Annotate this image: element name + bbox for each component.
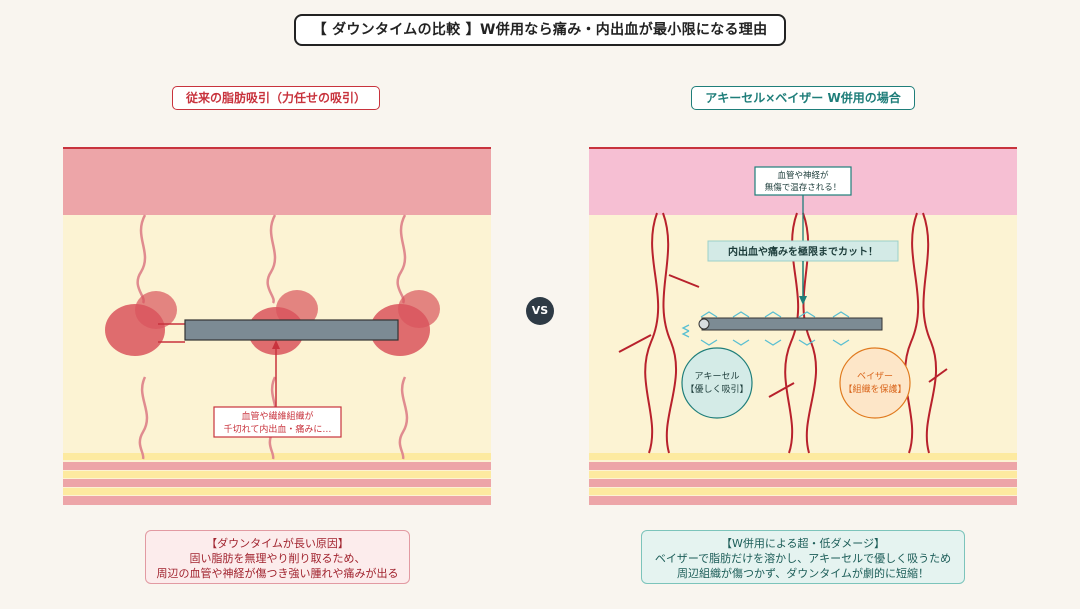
right-top-callout-line-2: 無傷で温存される！ — [765, 182, 842, 193]
left-callout: 血管や繊維組織が 千切れて内出血・痛みに… — [213, 406, 342, 438]
page-title: 【 ダウンタイムの比較 】W併用なら痛み・内出血が最小限になる理由 — [294, 14, 786, 46]
right-top-callout: 血管や神経が 無傷で温存される！ — [754, 166, 852, 196]
right-diagram: 血管や神経が 無傷で温存される！ 内出血や痛みを極限までカット！ アキーセル 【… — [589, 147, 1017, 505]
left-cannula — [184, 319, 399, 341]
left-explanation-heading: 【ダウンタイムが長い原因】 — [206, 537, 349, 550]
left-tear-lines — [158, 323, 185, 343]
vaser-circle: ベイザー 【組織を保護】 — [839, 347, 911, 419]
right-panel-label: アキーセル×ベイザー W併用の場合 — [691, 86, 915, 110]
right-cannula — [701, 317, 883, 331]
aqcell-circle-line-2: 【優しく吸引】 — [685, 383, 748, 395]
right-top-callout-line-1: 血管や神経が — [777, 170, 829, 181]
left-fat-layer — [63, 215, 491, 505]
left-explanation-line-1: 固い脂肪を無理やり削り取るため、 — [189, 552, 366, 565]
left-explanation-box: 【ダウンタイムが長い原因】 固い脂肪を無理やり削り取るため、 周辺の血管や神経が… — [145, 530, 410, 584]
right-cannula-tip — [698, 318, 710, 330]
vs-badge: VS — [526, 297, 554, 325]
right-mid-callout-text: 内出血や痛みを極限までカット！ — [728, 245, 878, 258]
left-panel-label: 従来の脂肪吸引（力任せの吸引） — [172, 86, 380, 110]
vaser-circle-line-2: 【組織を保護】 — [843, 383, 906, 395]
left-diagram: 血管や繊維組織が 千切れて内出血・痛みに… — [63, 147, 491, 505]
left-callout-arrow — [272, 340, 280, 407]
left-callout-line-1: 血管や繊維組織が — [241, 410, 313, 422]
right-ultrasound-waves — [681, 311, 850, 346]
aqcell-circle-line-1: アキーセル — [694, 371, 739, 382]
right-mid-callout: 内出血や痛みを極限までカット！ — [707, 240, 899, 262]
left-skin-layer — [63, 147, 491, 215]
right-callout-arrow — [799, 261, 807, 305]
left-callout-line-2: 千切れて内出血・痛みに… — [224, 423, 332, 435]
left-muscle-stripes — [63, 453, 491, 505]
right-explanation-line-2: 周辺組織が傷つかず、ダウンタイムが劇的に短縮！ — [676, 567, 929, 580]
right-explanation-box: 【W併用による超・低ダメージ】 ベイザーで脂肪だけを溶かし、アキーセルで優しく吸… — [641, 530, 965, 584]
vaser-circle-line-1: ベイザー — [857, 371, 893, 382]
aqcell-circle: アキーセル 【優しく吸引】 — [681, 347, 753, 419]
right-explanation-line-1: ベイザーで脂肪だけを溶かし、アキーセルで優しく吸うため — [654, 552, 952, 565]
left-explanation-line-2: 周辺の血管や神経が傷つき強い腫れや痛みが出る — [156, 567, 399, 580]
right-muscle-stripes — [589, 453, 1017, 505]
right-explanation-heading: 【W併用による超・低ダメージ】 — [721, 537, 885, 550]
